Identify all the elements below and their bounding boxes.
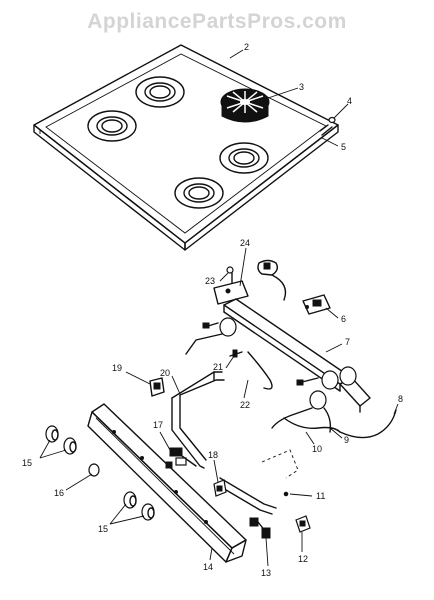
gas-tube <box>215 477 277 515</box>
callout-12: 12 <box>298 554 308 564</box>
clip <box>319 124 333 136</box>
callout-20: 20 <box>160 368 170 378</box>
control-knob <box>123 491 137 509</box>
burner-valve <box>296 366 357 390</box>
watermark: AppliancePartsPros.com <box>87 10 347 33</box>
connection-guide <box>261 449 299 479</box>
callout-3: 3 <box>299 82 304 92</box>
callout-14: 14 <box>203 562 213 572</box>
callout-2: 2 <box>244 42 249 52</box>
callout-7: 7 <box>345 337 350 347</box>
ignition-switch <box>165 447 197 469</box>
nut <box>283 491 289 497</box>
thermocouple-line <box>283 417 341 433</box>
callout-10: 10 <box>312 444 322 454</box>
callout-17: 17 <box>153 420 163 430</box>
fitting <box>229 349 243 358</box>
callout-24: 24 <box>240 238 250 248</box>
burner-head <box>220 88 270 123</box>
burner-ring <box>174 177 224 209</box>
callout-23: 23 <box>205 276 215 286</box>
switch-clip <box>249 517 271 539</box>
ignitor-wire <box>247 351 273 390</box>
switch <box>295 515 311 533</box>
control-knob <box>63 437 77 455</box>
callout-8: 8 <box>398 394 403 404</box>
callout-18: 18 <box>208 450 218 460</box>
timer-knob <box>88 463 100 477</box>
control-knob <box>45 425 59 443</box>
callout-21: 21 <box>213 362 223 372</box>
manifold-bracket <box>213 271 249 305</box>
callout-11: 11 <box>316 491 325 501</box>
manifold-pipe <box>223 298 371 413</box>
mounting-bracket <box>149 377 165 397</box>
leader-lines <box>39 49 399 567</box>
callout-13: 13 <box>261 568 271 578</box>
callout-6: 6 <box>341 314 346 324</box>
control-panel <box>87 403 247 563</box>
burner-ring <box>219 142 269 174</box>
lamp-socket <box>213 479 227 497</box>
callout-9: 9 <box>344 435 349 445</box>
callout-15-upper: 15 <box>22 458 32 468</box>
burner-valve <box>271 390 332 433</box>
gas-tube <box>171 371 225 469</box>
screw-23 <box>226 266 234 274</box>
gas-hose <box>339 409 397 439</box>
burner-ring <box>87 110 137 142</box>
callout-5: 5 <box>341 142 346 152</box>
screw <box>328 116 336 124</box>
cooktop <box>33 44 339 251</box>
control-knob <box>141 503 155 521</box>
callout-4: 4 <box>347 96 352 106</box>
burner-valve <box>185 317 237 355</box>
regulator-bracket <box>302 294 331 315</box>
callout-19: 19 <box>112 363 122 373</box>
callout-16: 16 <box>54 488 64 498</box>
callout-22: 22 <box>240 400 250 410</box>
burner-ring <box>135 76 185 108</box>
callout-15-lower: 15 <box>98 524 108 534</box>
spark-electrode <box>257 259 287 301</box>
